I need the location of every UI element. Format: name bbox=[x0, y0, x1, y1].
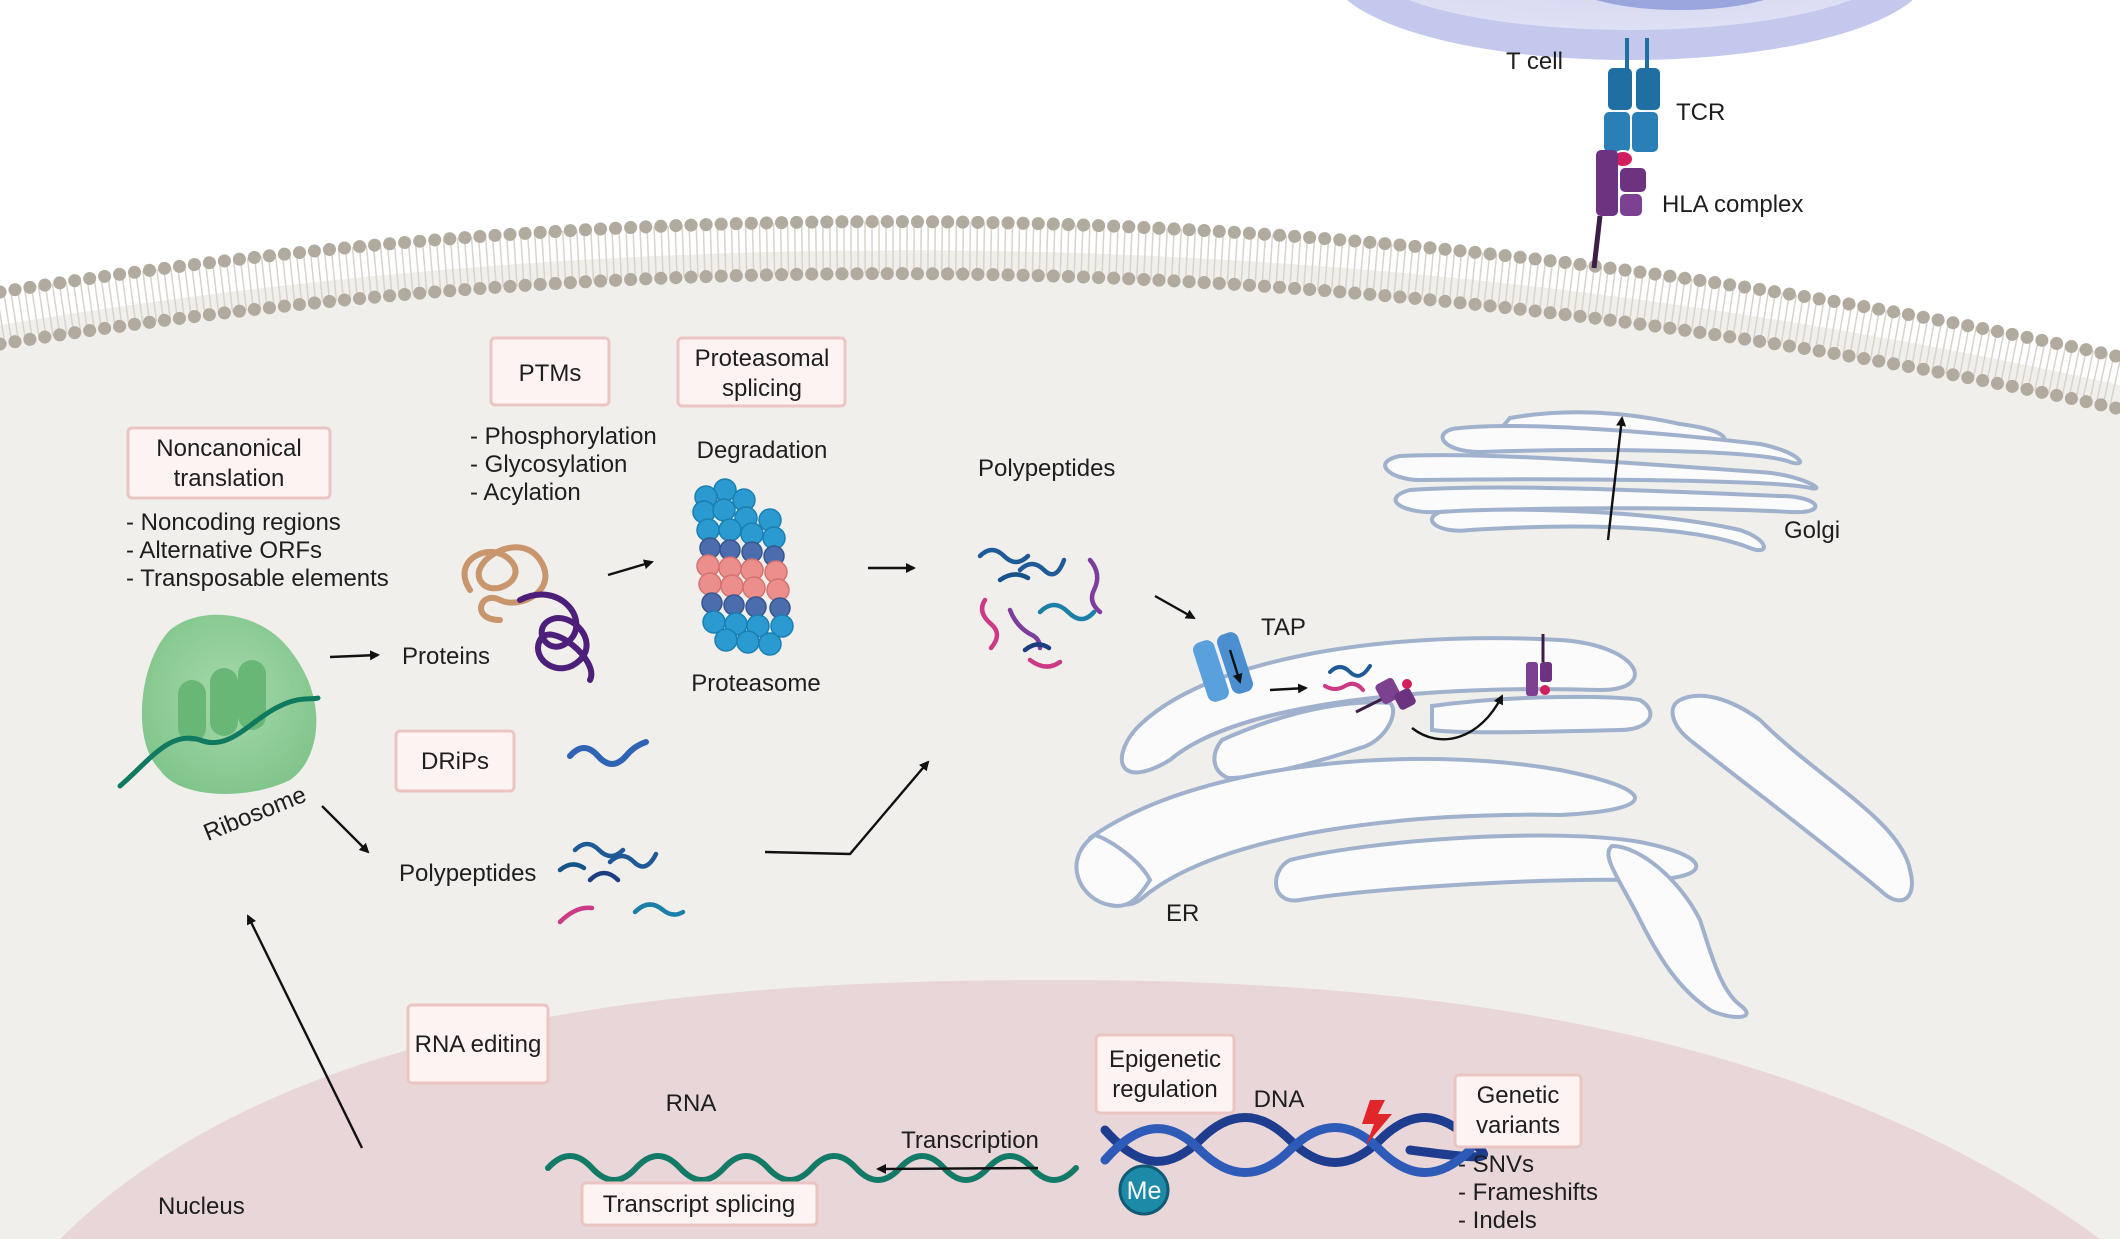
svg-text:- Frameshifts: - Frameshifts bbox=[1458, 1179, 1598, 1206]
proteasome bbox=[692, 478, 794, 656]
drips-peptide bbox=[567, 739, 649, 767]
arrow-dna-to-rna bbox=[876, 1163, 1039, 1174]
svg-text:translation: translation bbox=[174, 465, 285, 492]
list-noncanonical-sources: - Noncoding regions - Alternative ORFs -… bbox=[126, 509, 389, 592]
tcr-receptor bbox=[1604, 38, 1660, 152]
svg-text:Proteasomal: Proteasomal bbox=[695, 345, 830, 372]
arrow-golgi-to-surface bbox=[1606, 416, 1627, 541]
nucleus bbox=[60, 980, 2100, 1239]
box-proteasomal-splicing: Proteasomal splicing bbox=[676, 336, 847, 408]
label-polypeptides-right: Polypeptides bbox=[978, 455, 1115, 482]
box-ptms: PTMs bbox=[489, 336, 611, 407]
svg-text:- SNVs: - SNVs bbox=[1458, 1151, 1534, 1178]
label-er: ER bbox=[1166, 900, 1199, 927]
box-drips: DRiPs bbox=[394, 729, 516, 793]
label-proteins: Proteins bbox=[402, 643, 490, 670]
svg-text:Genetic: Genetic bbox=[1477, 1082, 1560, 1109]
label-dna: DNA bbox=[1254, 1086, 1305, 1113]
arrow-nucleus-to-ribosome bbox=[246, 914, 364, 1149]
list-genetic-variant-types: - SNVs - Frameshifts - Indels bbox=[1458, 1151, 1598, 1234]
svg-text:variants: variants bbox=[1476, 1112, 1560, 1139]
svg-text:- Indels: - Indels bbox=[1458, 1207, 1537, 1234]
label-degradation: Degradation bbox=[697, 437, 828, 464]
svg-text:Me: Me bbox=[1127, 1177, 1162, 1205]
box-noncanonical-translation: Noncanonical translation bbox=[126, 426, 332, 500]
polypeptides-left-strands bbox=[557, 841, 686, 925]
lightning-bolt-icon bbox=[1362, 1100, 1392, 1145]
list-ptm-types: - Phosphorylation - Glycosylation - Acyl… bbox=[470, 423, 657, 506]
svg-text:- Transposable elements: - Transposable elements bbox=[126, 565, 389, 592]
label-t-cell: T cell bbox=[1506, 48, 1563, 75]
arrow-tap-to-peptides bbox=[1269, 683, 1308, 694]
svg-text:Noncanonical: Noncanonical bbox=[156, 435, 301, 462]
polypeptides-right-strands bbox=[977, 547, 1103, 669]
svg-text:PTMs: PTMs bbox=[519, 360, 582, 387]
svg-text:- Acylation: - Acylation bbox=[470, 479, 581, 506]
label-golgi: Golgi bbox=[1784, 517, 1840, 544]
svg-text:- Phosphorylation: - Phosphorylation bbox=[470, 423, 657, 450]
arrow-proteins-to-proteasome bbox=[607, 559, 654, 577]
protein-tangle bbox=[461, 544, 595, 683]
label-nucleus: Nucleus bbox=[158, 1193, 245, 1220]
svg-text:- Glycosylation: - Glycosylation bbox=[470, 451, 627, 478]
box-genetic-variants: Genetic variants bbox=[1453, 1073, 1583, 1149]
svg-text:RNA editing: RNA editing bbox=[415, 1031, 542, 1058]
label-tcr: TCR bbox=[1676, 99, 1725, 126]
label-rna: RNA bbox=[666, 1090, 717, 1117]
endoplasmic-reticulum bbox=[1074, 636, 1914, 1019]
hla-loading bbox=[1355, 678, 1416, 714]
svg-text:- Noncoding regions: - Noncoding regions bbox=[126, 509, 341, 536]
arrow-ribosome-to-polypeptides bbox=[321, 805, 370, 854]
hla-complex bbox=[1591, 150, 1646, 269]
box-transcript-splicing: Transcript splicing bbox=[580, 1181, 819, 1227]
label-polypeptides-left: Polypeptides bbox=[399, 860, 536, 887]
svg-text:Transcript splicing: Transcript splicing bbox=[603, 1191, 796, 1218]
svg-text:splicing: splicing bbox=[722, 375, 802, 402]
label-hla-complex: HLA complex bbox=[1662, 191, 1803, 218]
svg-text:- Alternative ORFs: - Alternative ORFs bbox=[126, 537, 322, 564]
svg-text:regulation: regulation bbox=[1112, 1076, 1217, 1103]
label-transcription: Transcription bbox=[901, 1127, 1039, 1154]
svg-text:Epigenetic: Epigenetic bbox=[1109, 1046, 1221, 1073]
me-methyl-badge: Me bbox=[1118, 1164, 1170, 1216]
label-tap: TAP bbox=[1261, 614, 1306, 641]
arrow-polypeptides-to-tap bbox=[1154, 594, 1196, 620]
label-proteasome: Proteasome bbox=[691, 670, 820, 697]
arrow-ribosome-to-proteins bbox=[329, 650, 380, 661]
golgi-apparatus bbox=[1383, 410, 1819, 553]
arrow-hla-to-export bbox=[1411, 694, 1504, 741]
hla-exported bbox=[1526, 634, 1552, 696]
box-epigenetic-regulation: Epigenetic regulation bbox=[1094, 1033, 1236, 1115]
t-cell bbox=[1347, 0, 1913, 60]
er-peptides bbox=[1323, 664, 1372, 692]
cell-membrane bbox=[0, 215, 2120, 416]
ribosome bbox=[117, 614, 321, 794]
flow-arrows bbox=[246, 416, 1627, 1174]
svg-text:DRiPs: DRiPs bbox=[421, 748, 489, 775]
box-rna-editing: RNA editing bbox=[406, 1003, 550, 1085]
arrow-polypeptides-left-to-right bbox=[764, 760, 930, 856]
tap-transporter bbox=[1193, 632, 1253, 702]
